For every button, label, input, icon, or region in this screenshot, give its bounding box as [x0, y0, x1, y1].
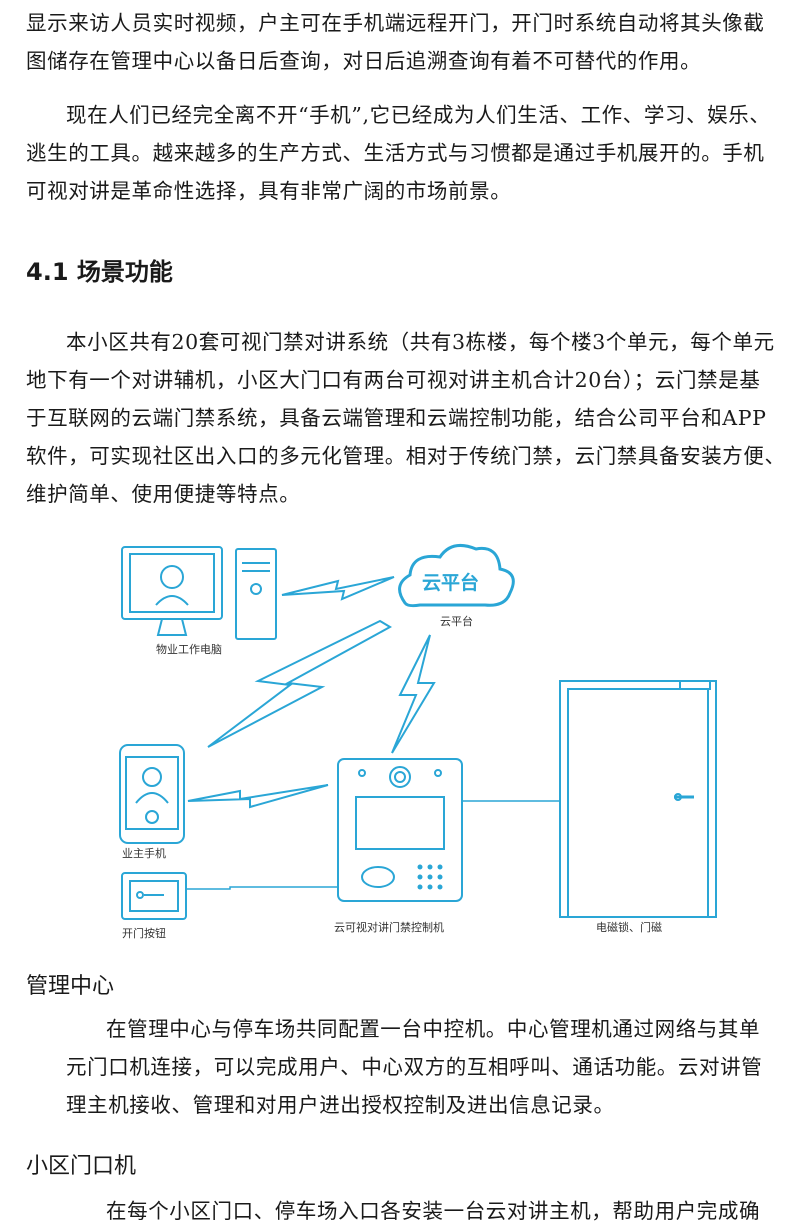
cloud-platform-icon: 云平台 [398, 543, 515, 608]
text-line: 维护简单、使用便捷等特点。 [26, 482, 301, 506]
wireless-link-icon [281, 576, 395, 601]
wireless-link-icon [207, 619, 393, 748]
text-line: 理主机接收、管理和对用户进出授权控制及进出信息记录。 [66, 1093, 615, 1117]
connection-line [186, 886, 338, 890]
computer-icon [121, 546, 277, 640]
cloud-label: 云平台 [440, 614, 473, 628]
phone-icon [119, 744, 185, 844]
text-line: 在每个小区门口、停车场入口各安装一台云对讲主机，帮助用户完成确 [106, 1199, 761, 1223]
text-line: 在管理中心与停车场共同配置一台中控机。中心管理机通过网络与其单 [106, 1017, 761, 1041]
section-paragraph: 本小区共有20套可视门禁对讲系统（共有3栋楼，每个楼3个单元，每个单元 地下有一… [26, 323, 778, 513]
wireless-link-icon [391, 634, 436, 754]
text-line: 可视对讲是革命性选择，具有非常广阔的市场前景。 [26, 179, 512, 203]
panel-label: 云可视对讲门禁控制机 [334, 920, 444, 934]
exit-button-icon [121, 872, 187, 920]
system-diagram: 物业工作电脑 云平台 云平台 业主手机 [100, 535, 740, 950]
text-line: 现在人们已经完全离不开“手机”,它已经成为人们生活、工作、学习、娱乐、 [66, 103, 771, 127]
wireless-link-icon [187, 784, 329, 809]
section-heading: 4.1 场景功能 [26, 258, 173, 286]
text-line: 软件，可实现社区出入口的多元化管理。相对于传统门禁，云门禁具备安装方便、 [26, 444, 778, 468]
door-intercom-panel-icon [337, 758, 463, 902]
text-line: 本小区共有20套可视门禁对讲系统（共有3栋楼，每个楼3个单元，每个单元 [66, 330, 775, 354]
management-heading: 管理中心 [26, 974, 115, 999]
door-icon [559, 680, 717, 918]
phone-label: 业主手机 [122, 846, 166, 860]
text-line: 地下有一个对讲辅机，小区大门口有两台可视对讲主机合计20台）；云门禁是基 [26, 368, 761, 392]
door-label: 电磁锁、门磁 [596, 920, 662, 934]
intro-paragraph-1: 显示来访人员实时视频，户主可在手机端远程开门，开门时系统自动将其头像截 图储存在… [26, 4, 778, 80]
text-line: 逃生的工具。越来越多的生产方式、生活方式与习惯都是通过手机展开的。手机 [26, 141, 765, 165]
text-line: 显示来访人员实时视频，户主可在手机端远程开门，开门时系统自动将其头像截 [26, 11, 765, 35]
pc-label: 物业工作电脑 [156, 642, 222, 656]
intro-paragraph-2: 现在人们已经完全离不开“手机”,它已经成为人们生活、工作、学习、娱乐、 逃生的工… [26, 96, 778, 210]
gate-paragraph: 在每个小区门口、停车场入口各安装一台云对讲主机，帮助用户完成确 [66, 1192, 778, 1230]
management-paragraph: 在管理中心与停车场共同配置一台中控机。中心管理机通过网络与其单 元门口机连接，可… [66, 1010, 778, 1124]
text-line: 于互联网的云端门禁系统，具备云端管理和云端控制功能，结合公司平台和APP [26, 406, 767, 430]
button-label: 开门按钮 [122, 926, 166, 940]
text-line: 图储存在管理中心以备日后查询，对日后追溯查询有着不可替代的作用。 [26, 49, 702, 73]
text-line: 元门口机连接，可以完成用户、中心双方的互相呼叫、通话功能。云对讲管 [66, 1055, 763, 1079]
gate-heading: 小区门口机 [26, 1154, 137, 1179]
cloud-logo-text: 云平台 [422, 571, 479, 594]
